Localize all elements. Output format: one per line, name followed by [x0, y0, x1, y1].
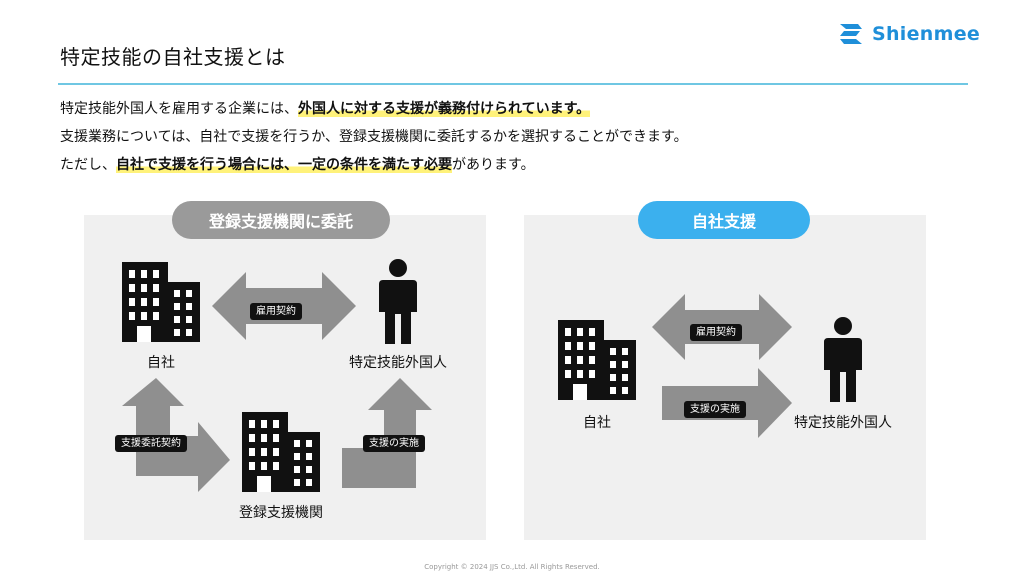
- consign-pill: 登録支援機関に委託: [172, 201, 390, 239]
- support-tag-right-wrap: 支援の実施: [684, 397, 746, 418]
- support-tag-wrap: 支援の実施: [363, 431, 425, 452]
- employment-tag-wrap: 雇用契約: [250, 299, 302, 320]
- person-icon: [824, 317, 862, 402]
- employment-contract-tag: 雇用契約: [250, 303, 302, 320]
- employment-tag-right-wrap: 雇用契約: [690, 320, 742, 341]
- copyright: Copyright © 2024 JJS Co.,Ltd. All Rights…: [424, 563, 600, 571]
- support-tag: 支援の実施: [363, 435, 425, 452]
- consign-contract-tag: 支援委託契約: [115, 435, 187, 452]
- worker-label-right: 特定技能外国人: [794, 415, 892, 431]
- person-icon: [379, 259, 417, 344]
- company-label-right: 自社: [583, 415, 611, 431]
- title-divider: [58, 83, 968, 85]
- building-icon: [242, 412, 320, 492]
- logo-text: Shienmee: [872, 23, 981, 45]
- intro-line-1: 特定技能外国人を雇用する企業には、外国人に対する支援が義務付けられています。: [60, 98, 591, 118]
- shienmee-logo-icon: [840, 24, 862, 44]
- company-label: 自社: [147, 355, 175, 371]
- intro-line-1-highlight: 外国人に対する支援が義務付けられています。: [298, 101, 591, 117]
- brand-logo: Shienmee: [836, 20, 980, 48]
- self-support-pill: 自社支援: [638, 201, 810, 239]
- intro-line-3-highlight: 自社で支援を行う場合には、一定の条件を満たす必要: [116, 157, 452, 173]
- support-tag-right: 支援の実施: [684, 401, 746, 418]
- intro-line-1-text: 特定技能外国人を雇用する企業には、: [60, 101, 298, 117]
- worker-label: 特定技能外国人: [349, 355, 447, 371]
- intro-line-3: ただし、自社で支援を行う場合には、一定の条件を満たす必要があります。: [60, 154, 535, 174]
- employment-contract-tag-right: 雇用契約: [690, 324, 742, 341]
- building-icon: [122, 262, 200, 342]
- intro-line-3-text-a: ただし、: [60, 157, 116, 173]
- consign-tag-wrap: 支援委託契約: [115, 431, 187, 452]
- bent-arrow-icon: [122, 378, 230, 492]
- agency-label: 登録支援機関: [239, 505, 323, 521]
- intro-line-3-text-b: があります。: [452, 157, 535, 173]
- intro-line-2: 支援業務については、自社で支援を行うか、登録支援機関に委託するかを選択することが…: [60, 129, 688, 145]
- building-icon: [558, 320, 636, 400]
- page-title: 特定技能の自社支援とは: [60, 45, 286, 69]
- bent-arrow-icon: [342, 378, 432, 488]
